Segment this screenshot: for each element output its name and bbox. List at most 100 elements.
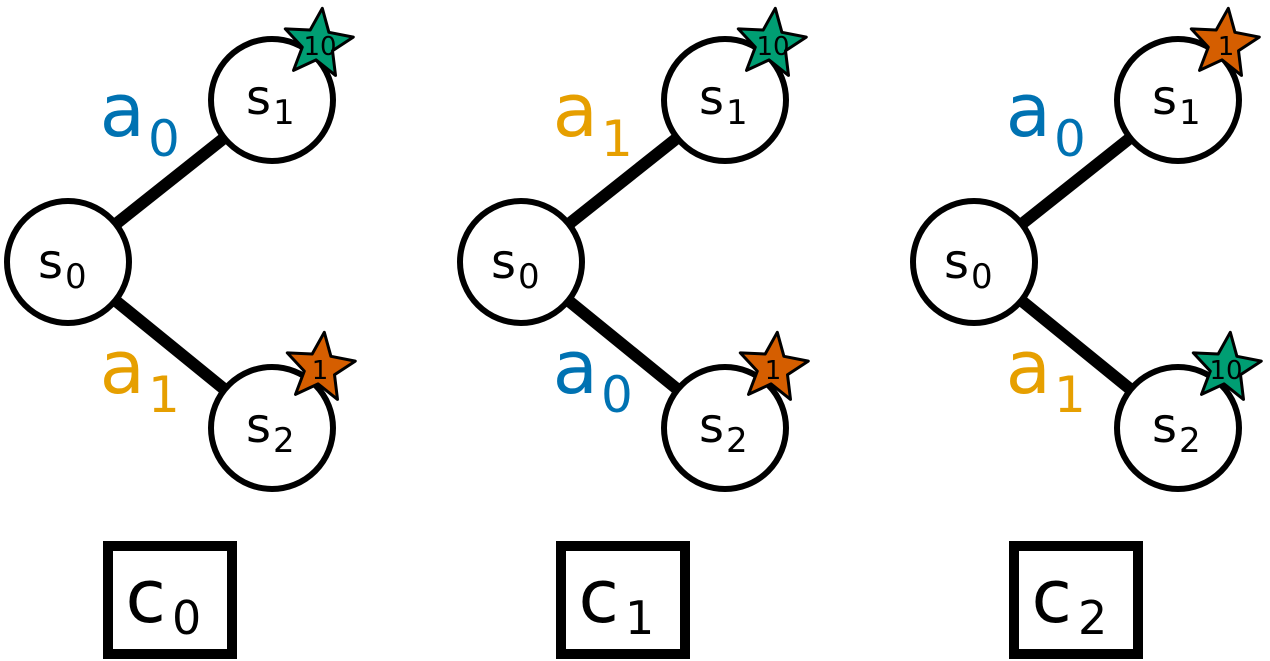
context-letter: c [578,554,619,640]
action-label-upper: a 0 [100,68,180,168]
context-subscript: 1 [625,591,654,645]
node-s0: s 0 [910,198,1038,326]
node-s1: s 1 [1114,36,1242,164]
star-icon [1191,330,1263,401]
node-label: s [944,234,969,290]
svg-text:2: 2 [1078,591,1107,645]
node-s1: s 1 [208,36,336,164]
context-box: c 0 [103,541,237,659]
node-label: s [1152,398,1177,454]
action-letter: a [1006,325,1051,411]
context-box: c 1 [556,541,690,659]
reward-star-upper: 10 [283,6,355,77]
node-label: s [246,398,271,454]
context-subscript: 2 [1078,591,1107,645]
svg-text:0: 0 [518,257,540,297]
star-icon [736,6,808,77]
node-subscript: 0 [65,257,87,297]
svg-text:0: 0 [971,257,993,297]
svg-text:s: s [38,234,63,290]
reward-star-lower: 10 [1191,330,1263,401]
node-subscript: 1 [1179,93,1201,133]
reward-star-lower: 1 [285,330,357,401]
svg-text:2: 2 [726,421,748,461]
panel-c2: s 0 s 1 s 2 1 10 a 0 a 1 [910,6,1263,659]
action-subscript: 1 [148,366,180,424]
action-letter: a [100,68,145,154]
reward-value: 10 [303,32,336,62]
svg-text:0: 0 [65,257,87,297]
node-s2: s 2 [208,364,336,492]
node-s2: s 2 [1114,364,1242,492]
action-subscript: 1 [1054,366,1086,424]
node-label: s [699,398,724,454]
node-label: s [38,234,63,290]
node-label: s [699,70,724,126]
svg-text:1: 1 [726,93,748,133]
action-letter: a [1006,68,1051,154]
node-subscript: 0 [971,257,993,297]
svg-text:s: s [246,398,271,454]
node-s2: s 2 [661,364,789,492]
reward-value: 10 [756,32,789,62]
svg-text:c: c [1031,554,1072,640]
action-letter: a [553,325,598,411]
svg-text:s: s [699,398,724,454]
reward-value: 1 [1218,32,1235,62]
action-subscript: 0 [601,366,633,424]
svg-text:s: s [944,234,969,290]
action-label-upper: a 0 [1006,68,1086,168]
svg-text:2: 2 [273,421,295,461]
svg-text:c: c [578,554,619,640]
action-subscript: 1 [601,110,633,168]
node-label: s [1152,70,1177,126]
node-subscript: 0 [518,257,540,297]
node-subscript: 2 [726,421,748,461]
svg-text:c: c [125,554,166,640]
svg-text:0: 0 [172,591,201,645]
svg-text:s: s [491,234,516,290]
svg-text:s: s [1152,70,1177,126]
reward-star-lower: 1 [738,330,810,401]
action-subscript: 0 [1054,110,1086,168]
star-icon [738,330,810,401]
svg-text:s: s [1152,398,1177,454]
star-icon [285,330,357,401]
node-label: s [246,70,271,126]
svg-text:1: 1 [625,591,654,645]
svg-text:1: 1 [273,93,295,133]
action-label-lower: a 1 [100,325,180,424]
svg-text:s: s [246,70,271,126]
panel-c0: s 0 s 1 s 2 10 1 a 0 a 1 [4,6,357,659]
context-letter: c [125,554,166,640]
star-icon [1189,6,1261,77]
context-subscript: 0 [172,591,201,645]
action-letter: a [553,68,598,154]
node-subscript: 1 [726,93,748,133]
node-s0: s 0 [4,198,132,326]
node-subscript: 2 [1179,421,1201,461]
svg-text:2: 2 [1179,421,1201,461]
action-label-lower: a 0 [553,325,633,424]
reward-star-upper: 1 [1189,6,1261,77]
context-letter: c [1031,554,1072,640]
node-subscript: 1 [273,93,295,133]
star-icon [283,6,355,77]
action-subscript: 0 [148,110,180,168]
node-label: s [491,234,516,290]
panel-c1: s 0 s 1 s 2 10 1 a 1 a 0 [457,6,810,659]
node-s1: s 1 [661,36,789,164]
node-s0: s 0 [457,198,585,326]
context-box: c 2 [1009,541,1143,659]
reward-value: 1 [312,356,329,386]
svg-text:s: s [699,70,724,126]
action-letter: a [100,325,145,411]
action-label-lower: a 1 [1006,325,1086,424]
action-label-upper: a 1 [553,68,633,168]
node-subscript: 2 [273,421,295,461]
reward-value: 10 [1209,356,1242,386]
reward-value: 1 [765,356,782,386]
svg-text:1: 1 [1179,93,1201,133]
reward-star-upper: 10 [736,6,808,77]
